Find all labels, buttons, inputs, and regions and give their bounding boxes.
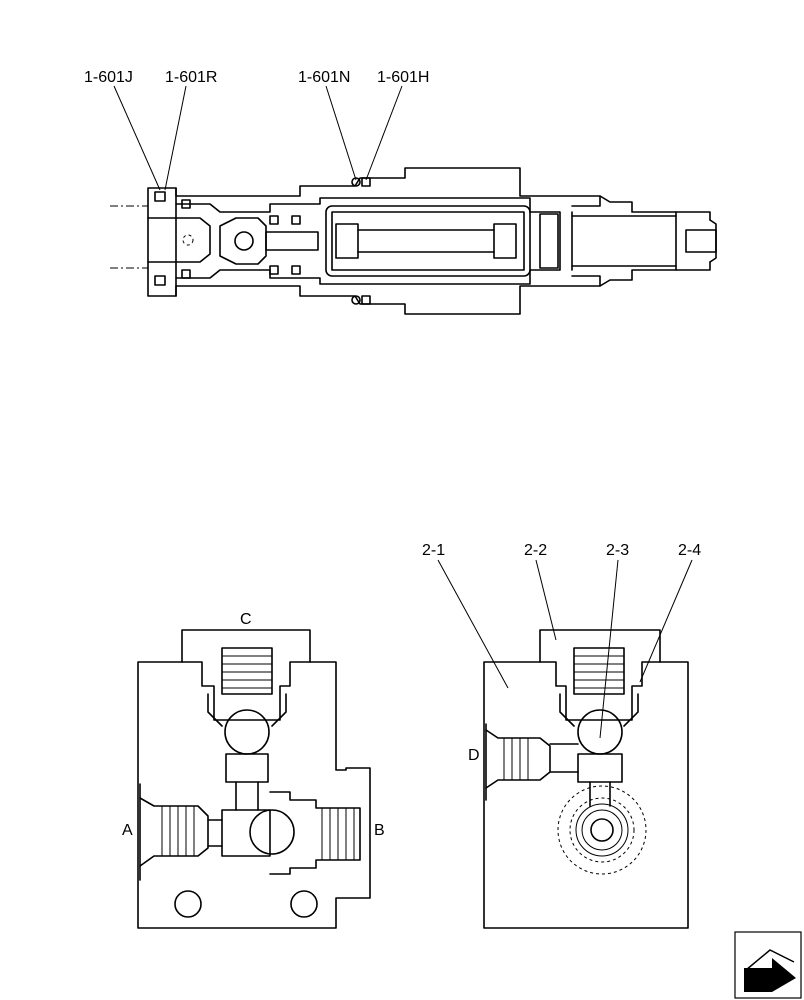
label-port-c: C (240, 611, 252, 628)
label-1-601n: 1-601N (298, 69, 350, 86)
page-turn-arrow-icon[interactable] (734, 931, 802, 999)
label-1-601j: 1-601J (84, 69, 133, 86)
label-port-a: A (122, 822, 133, 839)
label-2-3: 2-3 (606, 542, 629, 559)
top-leader-lines (113, 85, 403, 191)
label-port-d: D (468, 747, 480, 764)
valve-block-left (137, 629, 371, 929)
label-2-2: 2-2 (524, 542, 547, 559)
label-2-4: 2-4 (678, 542, 701, 559)
bottom-leader-lines (437, 559, 693, 739)
label-1-601r: 1-601R (165, 69, 217, 86)
cartridge-valve-section (110, 167, 717, 315)
valve-block-right (483, 629, 689, 929)
label-1-601h: 1-601H (377, 69, 429, 86)
label-port-b: B (374, 822, 385, 839)
label-2-1: 2-1 (422, 542, 445, 559)
